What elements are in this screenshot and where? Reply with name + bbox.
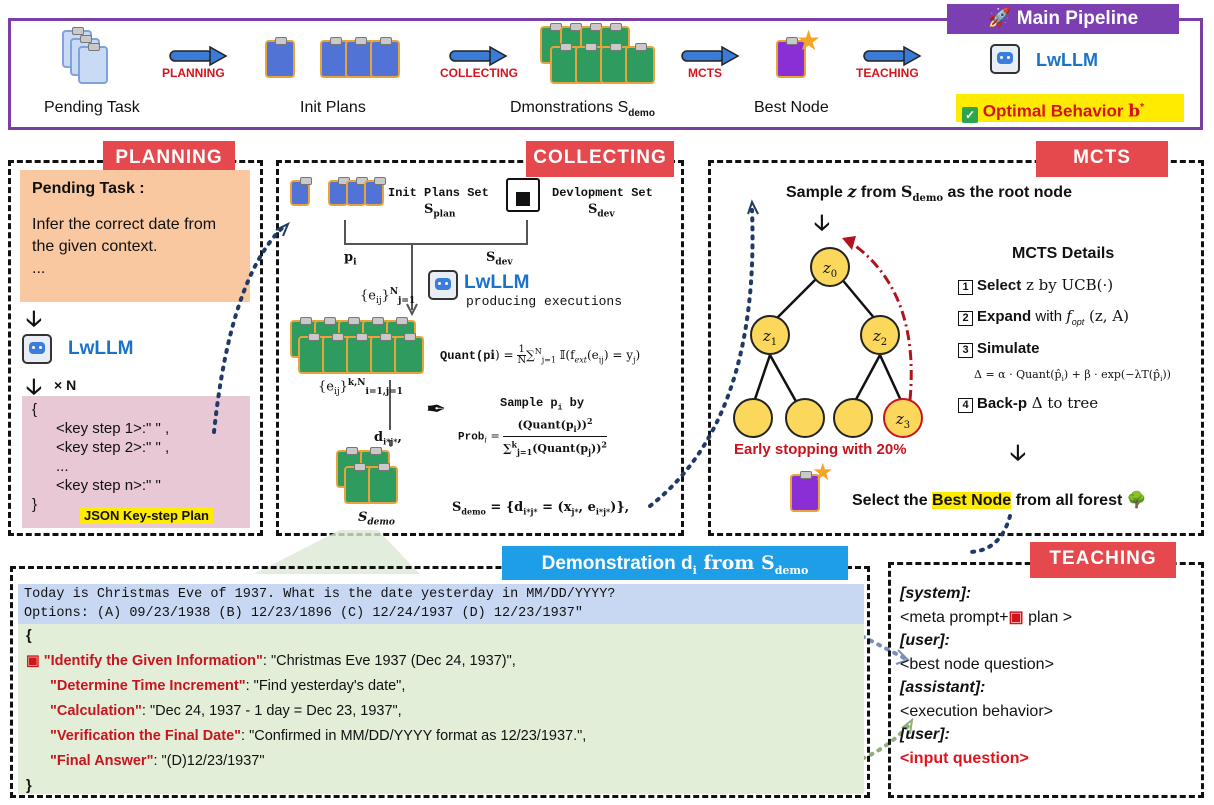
demo-line: "Final Answer": "(D)12/23/1937" bbox=[26, 749, 856, 774]
demo-question-box: Today is Christmas Eve of 1937. What is … bbox=[18, 584, 864, 624]
demo-line: "Calculation": "Dec 24, 1937 - 1 day = D… bbox=[26, 699, 856, 724]
demo-line: ▣ "Identify the Given Information": "Chr… bbox=[26, 649, 856, 674]
teaching-tag: TEACHING bbox=[1030, 542, 1176, 578]
demo-line: "Determine Time Increment": "Find yester… bbox=[26, 674, 856, 699]
teaching-content: [system]: <meta prompt+▣ plan > [user]: … bbox=[900, 582, 1072, 770]
plan-icon: ▣ bbox=[26, 653, 40, 669]
demo-line: "Verification the Final Date": "Confirme… bbox=[26, 724, 856, 749]
demo-answer-box: { ▣ "Identify the Given Information": "C… bbox=[18, 624, 864, 794]
demo-tag: Demonstration di from Sdemo bbox=[502, 546, 848, 580]
plan-icon: ▣ bbox=[1009, 609, 1024, 626]
